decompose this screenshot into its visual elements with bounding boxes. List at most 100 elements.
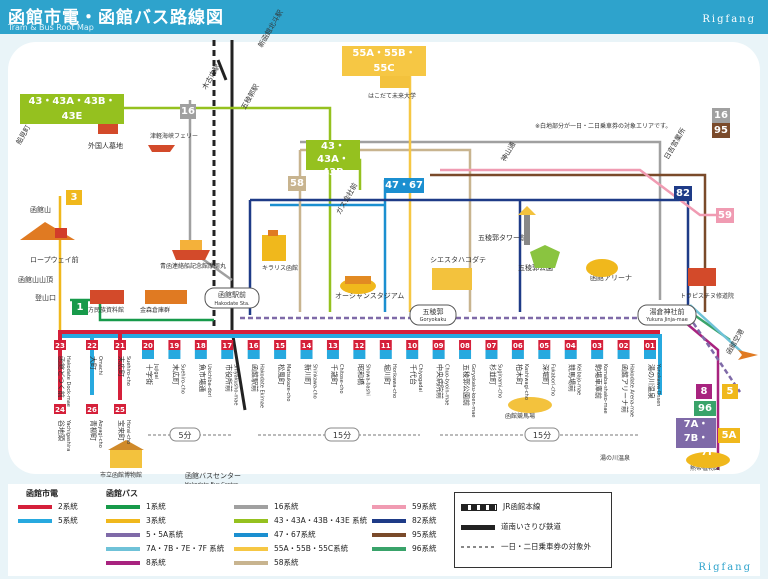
hub-yukura <box>637 304 697 326</box>
tram-stop-marker <box>485 340 498 350</box>
tram-stop-marker <box>459 340 472 350</box>
tram-stop-number: 05 <box>539 342 549 350</box>
route-badge-16a[interactable]: 16 <box>180 104 196 119</box>
label-foreign-cemetery: 外国人墓地 <box>88 141 123 150</box>
legend-bus-95-text: 95系統 <box>412 530 437 539</box>
tram-stop-number: 20 <box>143 342 153 350</box>
tram-west-stop-marker <box>86 404 98 414</box>
legend-bus-47: 47・67系統 <box>234 530 316 540</box>
route-badge-5[interactable]: 5 <box>722 384 738 399</box>
route-badge-43[interactable]: 43・43A・43B・43E <box>20 94 124 124</box>
park-icon <box>530 245 560 268</box>
legend-swatch-tram5 <box>18 519 52 523</box>
tram-stop-name-en: Chitose-cho <box>338 364 344 394</box>
legend-tram-5: 5系統 <box>18 516 78 526</box>
route-badge-82[interactable]: 82 <box>674 186 692 201</box>
route-badge-58[interactable]: 58 <box>288 176 306 191</box>
tram-stop-marker-5 <box>326 350 339 359</box>
label-arena: 函館アリーナ <box>590 273 632 282</box>
tram-stop-name-en: Jujigai <box>153 363 159 379</box>
interval-text-1: 5分 <box>178 431 191 440</box>
legend-swatch-bus47 <box>234 533 268 537</box>
tram-stop-marker <box>142 340 154 350</box>
route-badge-1[interactable]: 1 <box>72 300 88 315</box>
route-badge-7[interactable]: 7A・7B・ 7E・7F <box>676 418 716 458</box>
legend-bus-43: 43・43A・43B・43E 系統 <box>234 516 367 526</box>
tram-stop-marker <box>511 340 524 350</box>
label-ferry: 津軽海峡フェリー <box>150 132 198 140</box>
tram-stop-name: 深堀町 <box>541 364 550 385</box>
ship-icon <box>172 240 210 260</box>
route-badge-43b-l2: 43B <box>322 167 344 178</box>
legend-bus-1-text: 1系統 <box>146 502 166 511</box>
tram-stop-marker <box>221 340 234 350</box>
route-badge-3[interactable]: 3 <box>66 190 82 205</box>
tram-west-stop-marker <box>114 404 126 414</box>
tram-stop-marker <box>564 340 577 350</box>
tram-stop-marker <box>300 340 313 350</box>
tram-stop-name-en: Chuo-byoin-mae <box>444 364 450 405</box>
route-badge-96[interactable]: 96 <box>694 401 716 416</box>
route-badge-16b[interactable]: 16 <box>712 108 730 123</box>
label-future-univ: はこだて未来大学 <box>368 92 416 100</box>
route-badge-59[interactable]: 59 <box>716 208 734 223</box>
legend-bus-58: 58系統 <box>234 558 299 568</box>
route-badge-4767[interactable]: 47・67 <box>384 178 424 193</box>
tram-stop-marker <box>617 340 630 350</box>
header-bar: 函館市電・函館バス路線図 Tram & Bus Root Map Rigfang <box>0 0 768 34</box>
tram-stop-marker <box>353 340 366 350</box>
tram-stop-name: 堀川町 <box>383 364 392 385</box>
route-badge-5a[interactable]: 5A <box>718 428 740 443</box>
tram-stop-number: 09 <box>434 342 444 350</box>
interval-box-1 <box>169 427 201 442</box>
label-kirarisu: キラリス函館 <box>262 264 298 272</box>
route-badge-95[interactable]: 95 <box>712 123 730 138</box>
label-mashu: 青函連絡船記念館摩周丸 <box>160 262 226 270</box>
tram-west-stop-number: 23 <box>55 342 65 350</box>
brand-logo-bottom: Rigfang <box>698 562 752 573</box>
tram-line-5 <box>58 334 662 395</box>
tram-west-stop-marker <box>114 340 126 350</box>
tram-west-stop-name-en: Omachi <box>97 356 103 375</box>
tram-stop-marker-5 <box>432 350 445 359</box>
route-badge-55[interactable]: 55A・55B・55C <box>342 46 426 76</box>
tram-west-stop-name-en: Aoyagi-cho <box>97 420 103 448</box>
tram-west-stop-number: 26 <box>87 406 97 414</box>
route-badge-8[interactable]: 8 <box>696 384 712 399</box>
tram-stop-name: 十字街 <box>145 364 154 385</box>
route-badge-43b[interactable]: 43・43A・ 43B <box>306 140 360 178</box>
tram-west-stop-name: 宝来町 <box>117 420 126 441</box>
tram-stop-name: 柏木町 <box>515 364 524 385</box>
tram-stop-name-en: Kashiwagi-cho <box>523 364 529 400</box>
tram-west-stop-marker <box>54 340 66 350</box>
legend-outside-text: 一日・二日乗車券の対象外 <box>501 542 591 551</box>
interval-box-2 <box>324 427 360 442</box>
